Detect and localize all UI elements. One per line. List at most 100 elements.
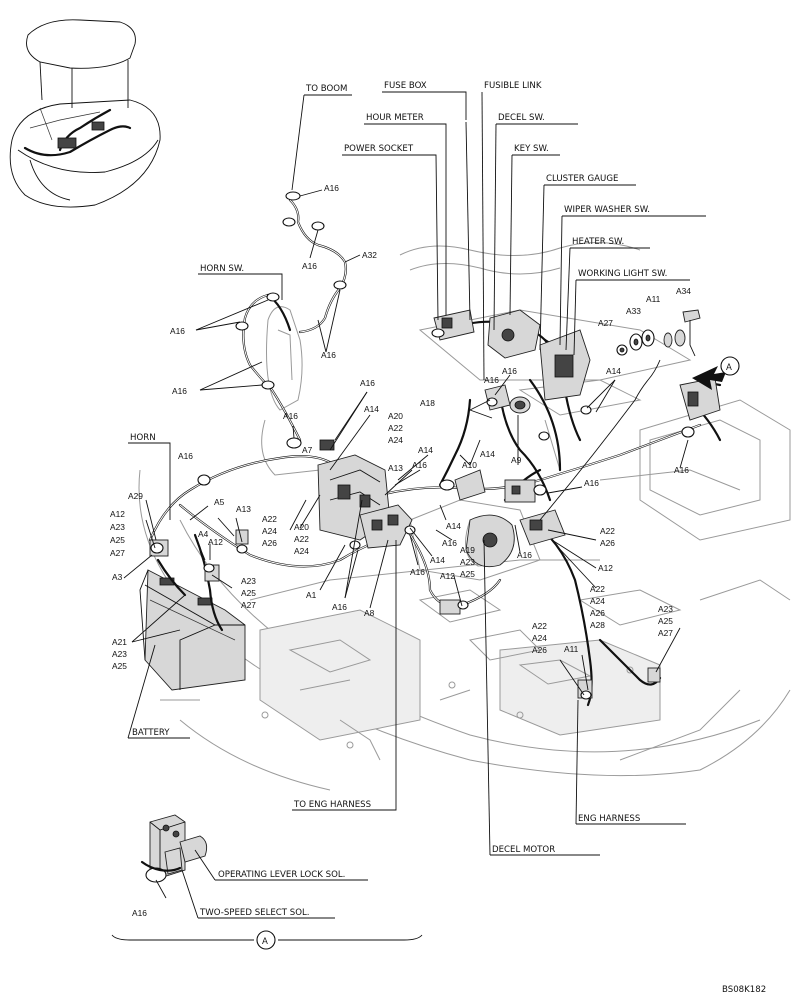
callout-a27: A27	[110, 548, 125, 558]
electrical-components	[149, 309, 721, 699]
callout-a16: A16	[442, 538, 457, 548]
label-fuse-box: FUSE BOX	[384, 81, 427, 91]
part-callouts: A16 A16 A32 A16 A16 A16 A34 A11 A33 A27 …	[110, 183, 691, 918]
callout-a23: A23	[110, 522, 125, 532]
battery	[139, 569, 246, 691]
label-fusible-link: FUSIBLE LINK	[484, 81, 542, 91]
callout-a16: A16	[484, 375, 499, 385]
callout-a22: A22	[294, 534, 309, 544]
callout-a14: A14	[418, 445, 433, 455]
callout-a27: A27	[598, 318, 613, 328]
label-two-speed-select-sol: TWO-SPEED SELECT SOL.	[199, 908, 310, 918]
callout-a11: A11	[564, 644, 579, 654]
callout-a16: A16	[517, 550, 532, 560]
callout-a13: A13	[236, 504, 251, 514]
callout-a33: A33	[626, 306, 641, 316]
callout-a18: A18	[420, 398, 435, 408]
callout-a8: A8	[364, 608, 375, 618]
label-to-boom: TO BOOM	[305, 84, 347, 94]
callout-a4: A4	[198, 529, 209, 539]
callout-a23: A23	[658, 604, 673, 614]
label-power-socket: POWER SOCKET	[344, 144, 414, 154]
callout-a14: A14	[446, 521, 461, 531]
callout-a20: A20	[294, 522, 309, 532]
callout-a12: A12	[208, 537, 223, 547]
callout-a22: A22	[262, 514, 277, 524]
callout-a26: A26	[532, 645, 547, 655]
machine-frame-background	[138, 242, 791, 791]
arrow-pointer-detail-a: A	[539, 356, 740, 521]
label-working-light-sw: WORKING LIGHT SW.	[578, 269, 667, 279]
callout-a16: A16	[412, 460, 427, 470]
callout-a22: A22	[388, 423, 403, 433]
callout-a3: A3	[112, 572, 123, 582]
callout-a25: A25	[241, 588, 256, 598]
callout-a16: A16	[324, 183, 339, 193]
label-wiper-washer-sw: WIPER WASHER SW.	[564, 205, 650, 215]
callout-a16: A16	[332, 602, 347, 612]
detail-a-caption-marker: A	[262, 937, 268, 947]
callout-a23: A23	[112, 649, 127, 659]
callout-a14: A14	[364, 404, 379, 414]
callout-a24: A24	[294, 546, 309, 556]
callout-a20: A20	[388, 411, 403, 421]
callout-a25: A25	[460, 569, 475, 579]
callout-a21: A21	[112, 637, 127, 647]
callout-a26: A26	[590, 608, 605, 618]
callout-a16: A16	[410, 567, 425, 577]
label-heater-sw: HEATER SW.	[572, 237, 624, 247]
label-decel-sw: DECEL SW.	[498, 113, 545, 123]
label-horn-sw: HORN SW.	[200, 264, 244, 274]
callout-a14: A14	[480, 449, 495, 459]
callout-a26: A26	[262, 538, 277, 548]
callout-a27: A27	[658, 628, 673, 638]
callout-a16: A16	[584, 478, 599, 488]
callout-a32: A32	[362, 250, 377, 260]
detail-a-solenoid-block	[111, 814, 423, 950]
callout-a23: A23	[241, 576, 256, 586]
callout-a19: A19	[460, 545, 475, 555]
callout-a22: A22	[532, 621, 547, 631]
callout-a16: A16	[172, 386, 187, 396]
callout-a1: A1	[306, 590, 317, 600]
callout-a12: A12	[110, 509, 125, 519]
callout-a16: A16	[321, 350, 336, 360]
callout-a29: A29	[128, 491, 143, 501]
callout-a24: A24	[590, 596, 605, 606]
callout-a11: A11	[646, 294, 661, 304]
callout-a7: A7	[302, 445, 313, 455]
callout-a14: A14	[430, 555, 445, 565]
label-cluster-gauge: CLUSTER GAUGE	[546, 174, 618, 184]
callout-a12: A12	[440, 571, 455, 581]
leader-lines	[123, 91, 706, 856]
callout-a25: A25	[110, 535, 125, 545]
callout-a27: A27	[241, 600, 256, 610]
callout-a16: A16	[674, 465, 689, 475]
callout-a24: A24	[532, 633, 547, 643]
detail-a-marker: A	[726, 363, 732, 373]
label-to-eng-harness: TO ENG HARNESS	[293, 800, 371, 810]
callout-a13: A13	[388, 463, 403, 473]
label-operating-lever-lock-sol: OPERATING LEVER LOCK SOL.	[218, 870, 345, 880]
callout-a22: A22	[600, 526, 615, 536]
machine-overview-thumbnail	[9, 19, 161, 208]
callout-a25: A25	[112, 661, 127, 671]
figure-code: BS08K182	[722, 985, 766, 995]
callout-a9: A9	[511, 455, 522, 465]
label-horn: HORN	[130, 433, 156, 443]
callout-a16: A16	[302, 261, 317, 271]
callout-a23: A23	[460, 557, 475, 567]
callout-a22: A22	[590, 584, 605, 594]
callout-a26: A26	[600, 538, 615, 548]
label-decel-motor: DECEL MOTOR	[492, 845, 555, 855]
label-eng-harness: ENG HARNESS	[578, 814, 640, 824]
callout-a16: A16	[170, 326, 185, 336]
callout-a24: A24	[388, 435, 403, 445]
callout-a16: A16	[178, 451, 193, 461]
callout-a16: A16	[502, 366, 517, 376]
callout-a16: A16	[360, 378, 375, 388]
callout-a34: A34	[676, 286, 691, 296]
component-labels: TO BOOM FUSE BOX FUSIBLE LINK HOUR METER…	[130, 81, 766, 995]
callout-a10: A10	[462, 460, 477, 470]
